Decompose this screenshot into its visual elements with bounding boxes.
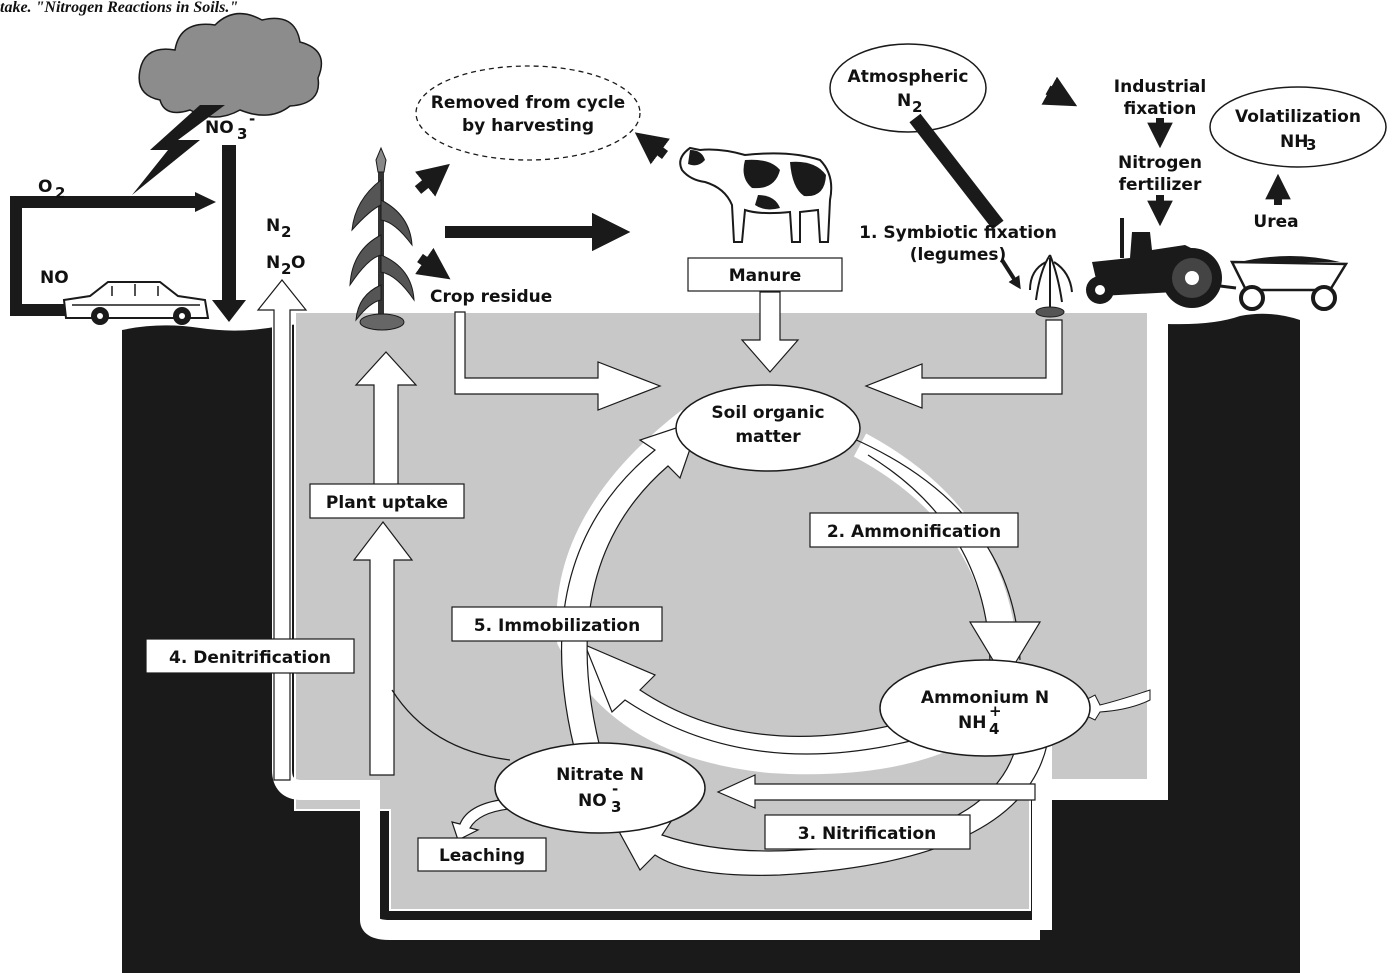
atmospheric-label-2: N: [897, 91, 911, 111]
nitrification-box: [764, 814, 971, 850]
n2-sub: 2: [281, 223, 291, 241]
urea-label: Urea: [1253, 212, 1298, 232]
removed-from-cycle-node: [415, 65, 641, 161]
tractor-icon: [1086, 218, 1222, 308]
no3-sub: 3: [611, 798, 621, 816]
plant-uptake-label: Plant uptake: [326, 493, 448, 513]
n2o-label-n: N: [266, 253, 280, 273]
nh4-label: NH: [958, 713, 986, 733]
corn-to-removed-arrow: [414, 163, 450, 197]
fertilizer-label-1: Nitrogen: [1118, 153, 1202, 173]
ammonium-label: Ammonium N: [921, 688, 1049, 708]
o2-sub: 2: [55, 184, 65, 202]
nitrification-arrow-upper: [716, 774, 1036, 809]
manure-box: [687, 257, 843, 292]
removed-label-1: Removed from cycle: [431, 93, 625, 113]
plant-uptake-box: [309, 483, 465, 519]
volatilization-node: [1209, 86, 1387, 168]
ammonification-label: 2. Ammonification: [827, 522, 1001, 542]
no3-sup: -: [612, 780, 618, 798]
ammonification-arrowhead: [968, 621, 1042, 682]
legume-plant-icon: [1029, 254, 1073, 318]
denitrification-box: [145, 638, 355, 674]
n2-label: N: [266, 216, 280, 236]
industrial-label-1: Industrial: [1114, 77, 1206, 97]
o2-arrow: [10, 196, 200, 316]
no3-cloud-sub: 3: [237, 125, 247, 143]
immobilization-box: [451, 606, 663, 642]
nitrate-node: [494, 742, 706, 834]
nitrification-label: 3. Nitrification: [798, 824, 936, 844]
cow-to-removed-arrow: [634, 132, 670, 165]
o2-label: O: [38, 177, 52, 197]
figure-caption: take. "Nitrogen Reactions in Soils.": [0, 0, 238, 16]
legume-arrow: [864, 319, 1063, 409]
ammonium-node: [879, 659, 1091, 757]
corn-plant-icon: [349, 146, 415, 331]
denitrification-up-arrow: [256, 279, 308, 781]
manure-arrow: [740, 291, 800, 373]
atmospheric-n2-node: [829, 43, 987, 133]
industrial-label-2: fixation: [1124, 99, 1197, 119]
manure-label: Manure: [729, 266, 802, 286]
leaching-arrow: [451, 797, 521, 841]
wagon-icon: [1211, 256, 1349, 311]
fertilizer-label-2: fertilizer: [1119, 175, 1202, 195]
soil-organic-matter-node: [675, 384, 861, 472]
cloud-down-arrow: [212, 145, 246, 322]
removed-label-2: by harvesting: [462, 116, 594, 136]
atmospheric-sub: 2: [912, 98, 922, 116]
crop-residue-arrow: [454, 311, 662, 411]
no3-cloud-sup: -: [249, 110, 255, 128]
volatilization-label: Volatilization: [1235, 107, 1361, 127]
nh4-sup: +: [989, 702, 1002, 720]
cloud-icon: [138, 12, 323, 118]
leaching-label: Leaching: [439, 846, 525, 866]
symbiotic-to-legume-arrow: [1000, 258, 1021, 290]
atmospheric-to-industrial-arrow: [1041, 76, 1078, 107]
n2o-label-o: O: [291, 253, 305, 273]
symbiotic-fixation-arrow: [909, 113, 1004, 230]
denitrification-curve: [391, 689, 511, 761]
symbiotic-label-2: (legumes): [910, 245, 1007, 265]
car-icon: [62, 281, 210, 325]
no-label: NO: [40, 268, 69, 288]
soil-organic-label-2: matter: [735, 427, 801, 447]
immobilization-arrow: [583, 643, 951, 755]
nitrate-label: Nitrate N: [556, 765, 644, 785]
corn-to-residue-arrow: [415, 247, 451, 280]
nh4-sub: 4: [989, 720, 999, 738]
o2-arrowhead: [195, 192, 216, 212]
ammonification-box: [809, 512, 1019, 548]
plant-uptake-arrow-lower: [352, 521, 414, 776]
nh3-sub: 3: [1306, 136, 1316, 154]
no3-cloud-label: NO: [205, 118, 234, 138]
crop-residue-label: Crop residue: [430, 287, 552, 307]
cow-icon: [679, 146, 833, 243]
atmospheric-label-1: Atmospheric: [848, 67, 969, 87]
symbiotic-label-1: 1. Symbiotic fixation: [859, 223, 1057, 243]
denitrification-label: 4. Denitrification: [169, 648, 331, 668]
soil-organic-label-1: Soil organic: [711, 403, 824, 423]
no3-label: NO: [578, 791, 607, 811]
leaching-box: [417, 837, 547, 872]
lightning-icon: [132, 105, 225, 195]
n2o-sub: 2: [281, 260, 291, 278]
nh3-label: NH: [1280, 132, 1308, 152]
plant-uptake-arrow-upper: [354, 351, 418, 489]
immobilization-label: 5. Immobilization: [474, 616, 640, 636]
